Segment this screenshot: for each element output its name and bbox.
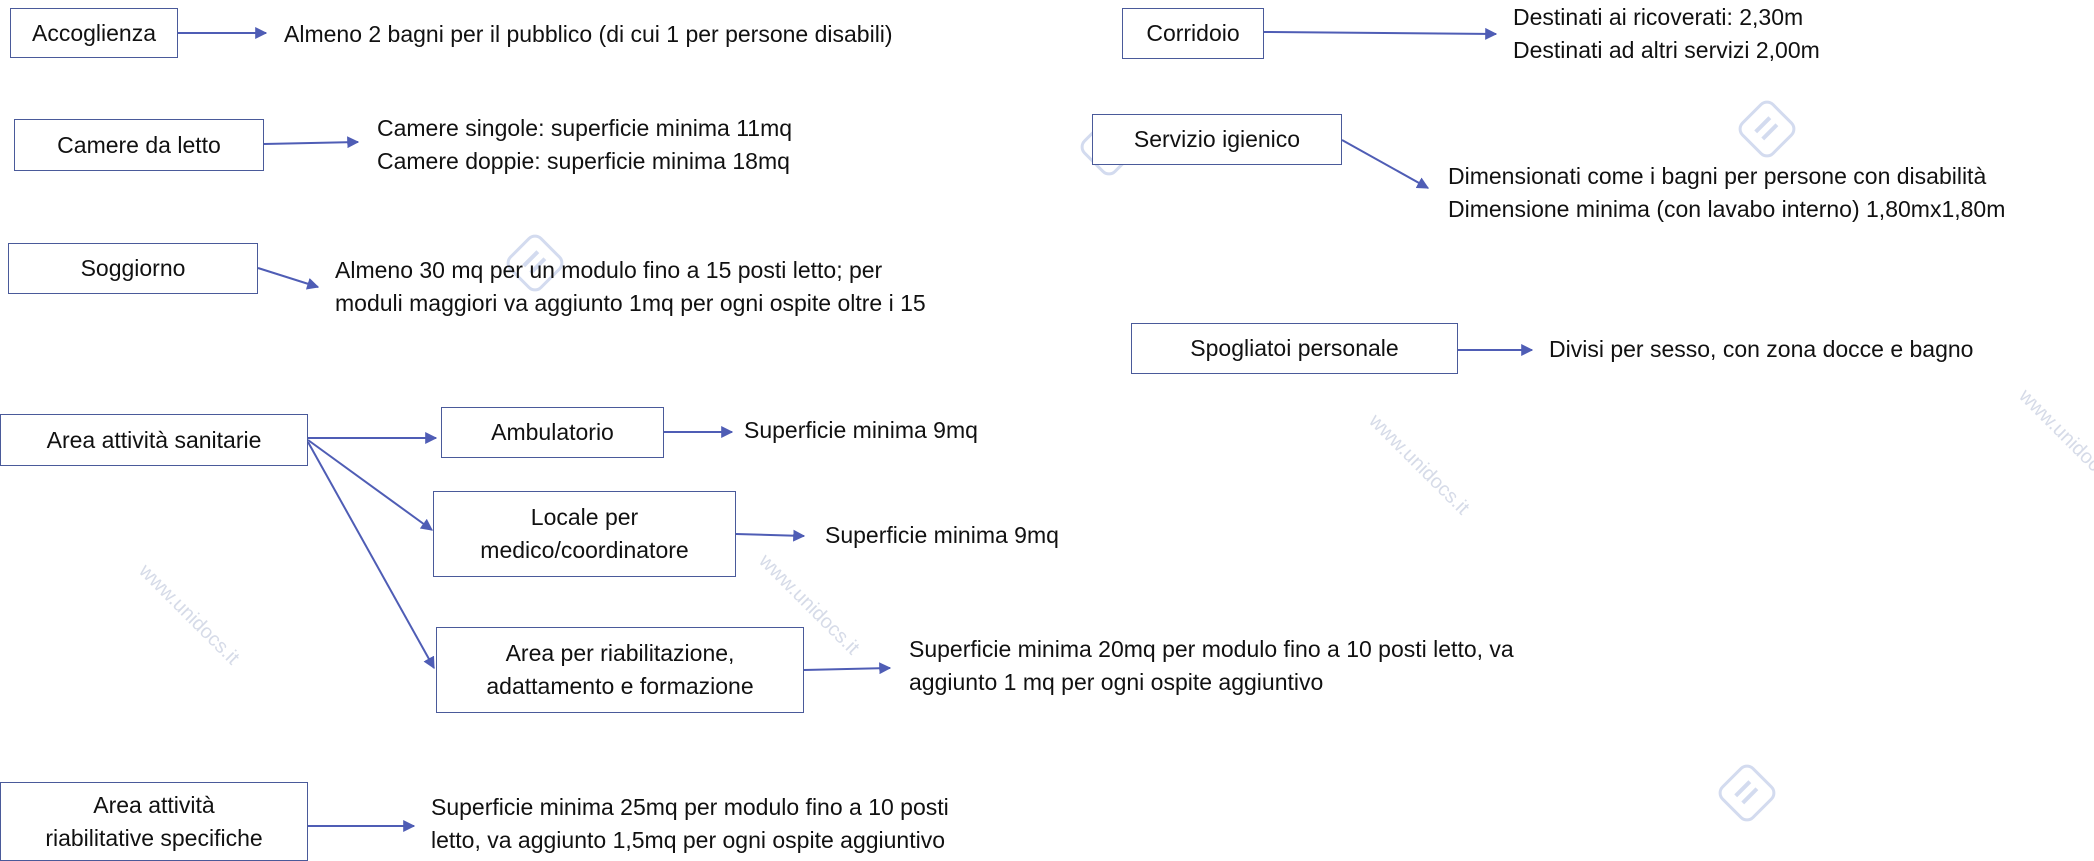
arrow-soggiorno: [257, 267, 320, 290]
box-corridoio: Corridoio: [1122, 8, 1264, 59]
note-accoglienza: Almeno 2 bagni per il pubblico (di cui 1…: [284, 21, 893, 47]
arrow-sanitarie-riabilitazione: [307, 441, 435, 670]
note-area-riabilitazione: Superficie minima 20mq per modulo fino a…: [909, 636, 1514, 695]
note-spogliatoi-personale: Divisi per sesso, con zona docce e bagno: [1549, 336, 1974, 362]
box-servizio-igienico-label: Servizio igienico: [1133, 126, 1301, 152]
box-area-attivita-riabilitative: Area attività riabilitative specifiche: [0, 782, 308, 861]
note-camere-da-letto: Camere singole: superficie minima 11mq C…: [377, 115, 793, 174]
box-area-attivita-sanitarie-label: Area attività sanitarie: [46, 426, 262, 453]
box-corridoio-label: Corridoio: [1146, 20, 1240, 46]
box-camere-da-letto: Camere da letto: [14, 119, 264, 171]
box-ambulatorio-label: Ambulatorio: [491, 419, 614, 445]
box-locale-medico: Locale per medico/coordinatore: [433, 491, 736, 577]
box-servizio-igienico: Servizio igienico: [1092, 114, 1342, 165]
note-area-attivita-riabilitative: Superficie minima 25mq per modulo fino a…: [431, 794, 949, 853]
box-camere-da-letto-label: Camere da letto: [57, 131, 221, 158]
box-area-attivita-riabilitative-label: Area attività riabilitative specifiche: [45, 791, 263, 851]
box-area-riabilitazione: Area per riabilitazione, adattamento e f…: [436, 627, 804, 713]
arrow-servizio: [1341, 139, 1430, 189]
box-accoglienza-label: Accoglienza: [31, 19, 157, 46]
box-soggiorno-label: Soggiorno: [80, 255, 186, 281]
box-locale-medico-label: Locale per medico/coordinatore: [480, 504, 689, 563]
arrow-riabilitazione: [803, 662, 892, 675]
box-spogliatoi-personale: Spogliatoi personale: [1131, 323, 1458, 374]
arrow-medico: [735, 529, 806, 542]
box-accoglienza: Accoglienza: [10, 8, 178, 58]
note-ambulatorio: Superficie minima 9mq: [744, 417, 978, 443]
arrow-corridoio: [1263, 27, 1498, 40]
note-corridoio: Destinati ai ricoverati: 2,30m Destinati…: [1513, 4, 1820, 63]
arrow-camere: [263, 136, 360, 149]
note-servizio-igienico: Dimensionati come i bagni per persone co…: [1448, 163, 2006, 222]
note-locale-medico: Superficie minima 9mq: [825, 522, 1059, 548]
note-soggiorno: Almeno 30 mq per un modulo fino a 15 pos…: [335, 257, 926, 316]
box-ambulatorio: Ambulatorio: [441, 407, 664, 458]
arrow-sanitarie-medico: [307, 439, 433, 531]
box-area-attivita-sanitarie: Area attività sanitarie: [0, 414, 308, 466]
box-soggiorno: Soggiorno: [8, 243, 258, 294]
box-spogliatoi-personale-label: Spogliatoi personale: [1190, 335, 1399, 361]
box-area-riabilitazione-label: Area per riabilitazione, adattamento e f…: [486, 640, 754, 699]
